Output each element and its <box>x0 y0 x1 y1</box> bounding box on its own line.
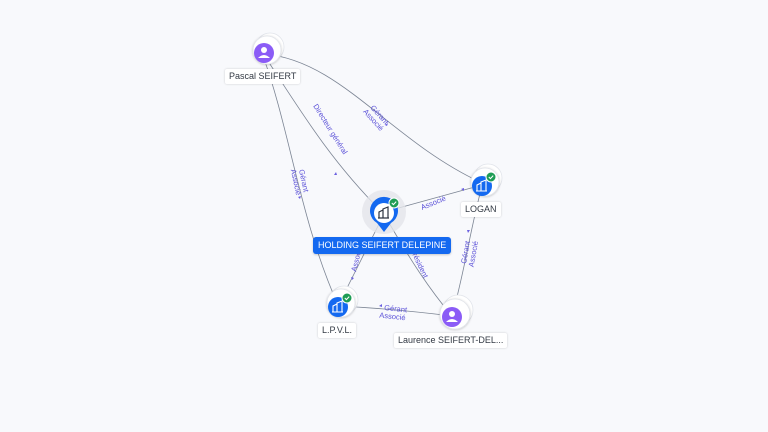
edge-arrows <box>298 123 470 307</box>
node-label-holding[interactable]: HOLDING SEIFERT DELEPINE <box>313 237 452 254</box>
edge-label-laurence-lpvl: Gérant Associé <box>379 303 410 323</box>
edge-label-laurence-logan: Gérant Associé <box>459 238 480 268</box>
arrow-marker <box>351 277 354 280</box>
edge-label-pascal-lpvl: Gérant Associé <box>289 167 311 197</box>
user-icon <box>446 311 458 322</box>
node-label-pascal[interactable]: Pascal SEIFERT <box>225 69 301 84</box>
arrow-marker <box>467 230 470 233</box>
edge-pascal-lpvl[interactable] <box>262 55 339 306</box>
node-pascal[interactable] <box>252 32 285 65</box>
arrow-marker <box>298 196 301 199</box>
building-icon <box>332 300 343 313</box>
edge-label-pascal-logan: Gérant Associé <box>361 102 392 133</box>
node-laurence[interactable] <box>439 294 474 330</box>
arrow-marker <box>385 123 388 126</box>
arrow-marker <box>334 172 337 175</box>
building-icon <box>476 179 487 192</box>
arrow-marker <box>379 304 382 307</box>
check-badge-icon <box>485 171 497 183</box>
building-icon <box>378 206 389 219</box>
edge-label-holding-logan: Associé <box>419 194 447 212</box>
edge-pascal-logan[interactable] <box>263 53 481 183</box>
node-lpvl[interactable] <box>326 285 359 318</box>
node-holding[interactable] <box>362 190 406 234</box>
check-badge-icon <box>341 292 353 304</box>
node-label-logan[interactable]: LOGAN <box>461 202 501 217</box>
user-icon <box>258 47 270 58</box>
arrow-marker <box>461 188 464 191</box>
node-label-lpvl[interactable]: L.P.V.L. <box>318 323 357 338</box>
check-badge-icon <box>388 197 400 209</box>
node-logan[interactable] <box>470 163 503 197</box>
node-label-laurence[interactable]: Laurence SEIFERT-DEL... <box>394 333 508 348</box>
edge-label-pascal-holding: Directeur général <box>311 102 349 156</box>
